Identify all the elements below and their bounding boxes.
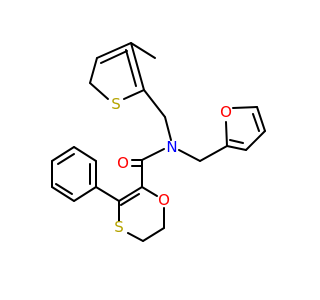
bond-phenyl-1 [73,186,97,202]
bond-ch2-furan [199,145,228,162]
bond-phenyl-2-inner [55,183,73,195]
bond-ring-c5-s [127,232,144,242]
bond-phenyl-4 [51,146,75,162]
bond-furan-c3-c2-inner [229,139,244,144]
bond-thiophene-c4-c5 [89,57,98,84]
bond-ring-c2-c3-inner [120,193,140,206]
bond-furan-o-c5 [232,106,258,109]
oxygen-atom-carbonyl: O [117,154,129,172]
bond-phenyl-5 [73,146,97,162]
bond-n-ch2-furyl [178,149,201,162]
bond-ring-c2-o [141,186,158,197]
bond-furan-c4-c3 [245,130,266,151]
bond-thiophene-c3-c4-inner [100,50,128,64]
bond-phenyl-attach [95,186,120,202]
bond-amide-c-n [141,148,165,161]
bond-ch2-n [164,116,172,141]
oxygen-atom-dioxin: O [158,191,170,209]
sulfur-atom-ring: S [114,218,124,236]
bond-phenyl-2 [51,186,75,202]
structure-canvas: S N O O O S [51,42,266,242]
molecule-structure: S N O O O S [51,42,266,242]
bond-furan-c5-c4 [256,106,266,132]
bond-thiophene-c2-c3-inner [125,49,137,87]
bond-furan-c2-o [225,121,228,147]
bond-thiophene-c2-c3 [130,42,145,91]
bond-phenyl-4-inner [57,153,75,165]
sulfur-atom-thiophene: S [111,95,121,113]
oxygen-atom-furan: O [220,103,232,121]
bond-thiophene-s-c2 [123,89,145,100]
bond-furan-c3-c2 [226,145,247,151]
bond-furan-c5-c4-inner [252,113,260,132]
bond-thiophene-c5-s [89,82,109,100]
bond-ch2-thienyl [143,89,166,118]
nitrogen-atom-amide: N [166,138,177,156]
bond-ring-c6-c5 [142,227,165,242]
bond-thiophene-c3-c4 [96,42,132,59]
bond-methyl [130,42,156,59]
bond-ring-c2-c3 [118,186,143,202]
